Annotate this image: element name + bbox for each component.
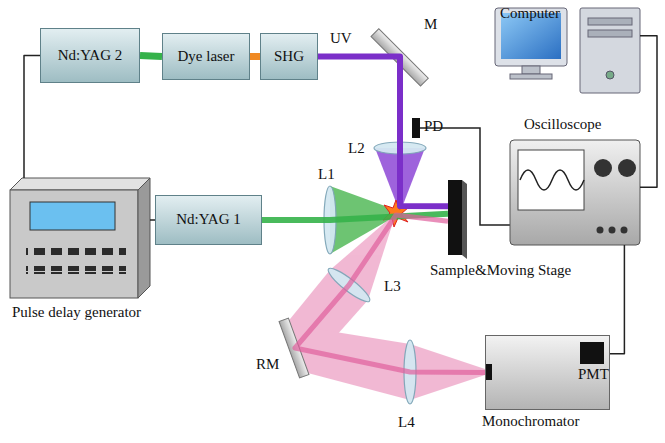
part-label: L4	[398, 414, 415, 431]
part-label: L2	[348, 140, 365, 157]
part-label: L3	[384, 278, 401, 295]
shg-box: SHG	[260, 33, 318, 80]
uv-beam	[318, 57, 448, 207]
part-label: PMT	[578, 366, 609, 383]
part-label: M	[424, 16, 437, 33]
laser-beam	[250, 53, 260, 60]
pmt-detector	[580, 342, 604, 364]
node-text: Pulse delay generator	[12, 304, 152, 321]
node-text: Nd:YAG 1	[176, 211, 241, 228]
laser-beam	[140, 56, 162, 57]
node-text: Oscilloscope	[524, 116, 654, 133]
sample-block	[448, 180, 467, 259]
node-text: Nd:YAG 2	[58, 47, 123, 64]
node-text: Monochromator	[482, 413, 605, 430]
node-text: Dye laser	[177, 48, 234, 65]
trigger-cable	[24, 56, 40, 179]
laser-box: Nd:YAG 1	[155, 195, 262, 245]
pulse-delay-generator: Pulse delay generator	[10, 178, 150, 298]
laser-box: Nd:YAG 2	[40, 28, 140, 83]
data-cable	[640, 36, 657, 187]
signal-cable	[610, 245, 624, 354]
dye-laser-box: Dye laser	[162, 33, 250, 80]
oscilloscope: Oscilloscope	[510, 140, 640, 245]
part-label: PD	[424, 118, 443, 135]
oscilloscope-device	[510, 140, 640, 245]
node-text: Sample&Moving Stage	[430, 262, 444, 279]
entrance-slit	[486, 364, 492, 380]
emission-beam	[295, 215, 485, 373]
node-text: Computer	[500, 5, 652, 22]
pulse-generator-device	[10, 178, 150, 298]
sample-stage: Sample&Moving Stage	[448, 180, 462, 255]
node-text: SHG	[274, 48, 304, 65]
photodiode	[412, 118, 420, 138]
part-label: L1	[318, 166, 335, 183]
computer: Computer	[488, 5, 640, 93]
part-label: RM	[256, 356, 279, 373]
beam-label: UV	[330, 30, 352, 47]
